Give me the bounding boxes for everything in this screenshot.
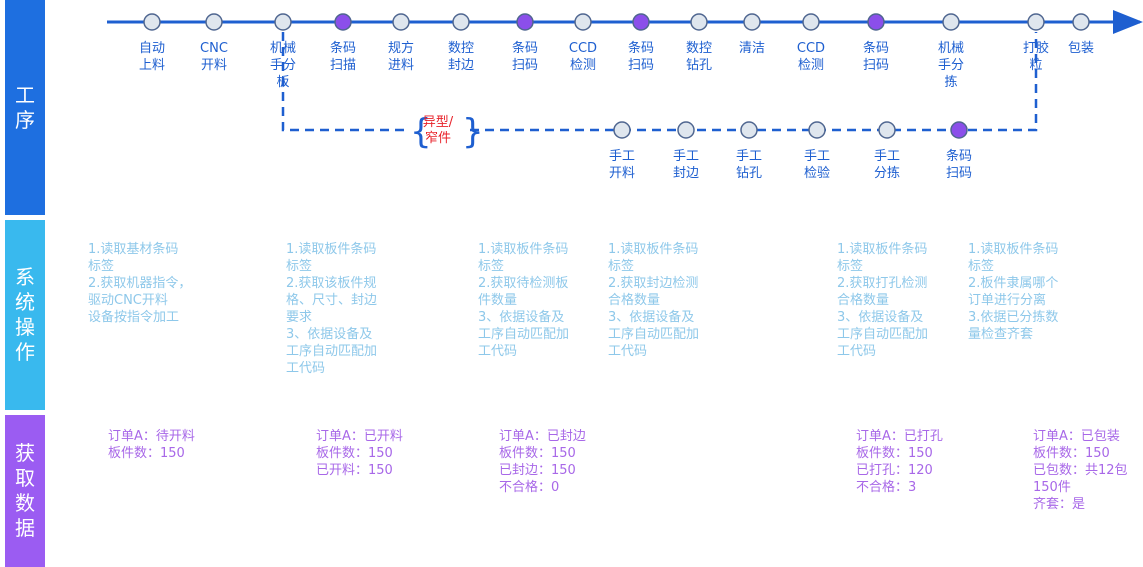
row-label-system-text: 系统操作 <box>15 265 35 364</box>
branch-step-label: 手工检验 <box>804 149 830 181</box>
step-node-icon <box>274 13 292 31</box>
step-node-icon <box>452 13 470 31</box>
main-step-label: 规方进料 <box>388 40 414 73</box>
main-step: 清洁 <box>739 13 765 56</box>
main-step-label: 机械手分板 <box>270 41 296 90</box>
main-step: 打胶粒 <box>1023 13 1049 73</box>
main-step: 数控钻孔 <box>686 13 712 73</box>
system-note-4: 1.读取板件条码 标签 2.获取封边检测 合格数量 3、依据设备及 工序自动匹配… <box>608 242 700 359</box>
branch-step-label: 条码扫码 <box>946 148 972 181</box>
branch-step-label: 手工分拣 <box>874 149 900 181</box>
main-step: 数控封边 <box>448 13 474 73</box>
step-node-icon <box>613 121 631 139</box>
branch-label-text: 异型/窄件 <box>423 115 454 146</box>
right-brace-icon: } <box>462 112 484 152</box>
main-step-label: 机械手分拣 <box>938 41 964 90</box>
main-step: 条码扫码 <box>863 13 889 73</box>
branch-step-label: 手工钻孔 <box>736 149 762 181</box>
data-note-5: 订单A：已包装 板件数：150 已包数：共12包 150件 齐套：是 <box>1033 429 1128 512</box>
main-step-label: 打胶粒 <box>1023 40 1049 73</box>
row-label-data: 获取数据 <box>5 415 45 567</box>
step-node-icon <box>743 13 761 31</box>
step-node-icon <box>392 13 410 31</box>
scan-node-icon <box>950 121 968 139</box>
branch-step: 手工开料 <box>609 121 635 181</box>
scan-node-icon <box>632 13 650 31</box>
step-node-icon <box>677 121 695 139</box>
branch-step: 手工钻孔 <box>736 121 762 181</box>
branch-label: {} 异型/窄件 <box>408 112 484 152</box>
system-note-5: 1.读取板件条码 标签 2.获取打孔检测 合格数量 3、依据设备及 工序自动匹配… <box>837 242 929 359</box>
branch-return-line <box>968 32 1038 132</box>
left-brace-icon: { <box>410 112 432 152</box>
main-step-label: 包装 <box>1068 41 1094 56</box>
step-node-icon <box>690 13 708 31</box>
main-step: 机械手分板 <box>270 13 296 90</box>
main-step-label: 清洁 <box>739 41 765 56</box>
system-note-3: 1.读取板件条码 标签 2.获取待检测板 件数量 3、依据设备及 工序自动匹配加… <box>478 242 570 359</box>
main-step-label: 条码扫描 <box>330 40 356 73</box>
branch-start-line <box>281 32 616 132</box>
system-note-1: 1.读取基材条码 标签 2.获取机器指令， 驱动CNC开料 设备按指令加工 <box>88 242 192 325</box>
scan-node-icon <box>867 13 885 31</box>
branch-process-steps: 手工开料 手工封边 手工钻孔 手工检验 手工分拣 条码扫码 <box>609 121 972 181</box>
branch-step-label: 手工开料 <box>609 149 635 181</box>
main-step-label: 条码扫码 <box>628 40 654 73</box>
row-label-process-text: 工序 <box>15 82 35 132</box>
scan-node-icon <box>334 13 352 31</box>
step-node-icon <box>1027 13 1045 31</box>
data-note-2: 订单A：已开料 板件数：150 已开料：150 <box>316 429 403 478</box>
row-label-system: 系统操作 <box>5 220 45 410</box>
branch-step: 手工封边 <box>673 121 699 181</box>
main-step-label: 数控封边 <box>448 41 474 73</box>
step-node-icon <box>808 121 826 139</box>
main-step-label: 条码扫码 <box>863 40 889 73</box>
step-node-icon <box>942 13 960 31</box>
branch-step: 手工检验 <box>804 121 830 181</box>
system-note-6: 1.读取板件条码 标签 2.板件隶属哪个 订单进行分离 3.依据已分拣数 量检查… <box>968 242 1059 342</box>
main-step: 自动上料 <box>139 13 165 73</box>
branch-step: 条码扫码 <box>946 121 972 181</box>
branch-step: 手工分拣 <box>874 121 900 181</box>
step-node-icon <box>205 13 223 31</box>
main-step-label: 数控钻孔 <box>686 41 712 73</box>
main-step: 条码扫描 <box>330 13 356 73</box>
row-label-data-text: 获取数据 <box>15 441 35 540</box>
step-node-icon <box>574 13 592 31</box>
step-node-icon <box>740 121 758 139</box>
main-step-label: 自动上料 <box>139 41 165 73</box>
main-step: 机械手分拣 <box>938 13 964 90</box>
system-note-2: 1.读取板件条码 标签 2.获取该板件规 格、尺寸、封边 要求 3、依据设备及 … <box>286 242 378 376</box>
main-step-label: 条码扫码 <box>512 40 538 73</box>
data-note-4: 订单A：已打孔 板件数：150 已打孔：120 不合格：3 <box>856 429 943 495</box>
main-step: 条码扫码 <box>628 13 654 73</box>
branch-label-backdrop <box>408 112 468 150</box>
data-note-1: 订单A：待开料 板件数：150 <box>108 429 195 461</box>
data-note-3: 订单A：已封边 板件数：150 已封边：150 不合格：0 <box>499 429 586 495</box>
step-node-icon <box>143 13 161 31</box>
main-step: 条码扫码 <box>512 13 538 73</box>
step-node-icon <box>1072 13 1090 31</box>
branch-step-label: 手工封边 <box>673 149 699 181</box>
step-node-icon <box>802 13 820 31</box>
step-node-icon <box>878 121 896 139</box>
main-step: 包装 <box>1068 13 1094 56</box>
flow-lines <box>107 10 1143 132</box>
scan-node-icon <box>516 13 534 31</box>
row-label-process: 工序 <box>5 0 45 215</box>
main-step: 规方进料 <box>388 13 414 73</box>
